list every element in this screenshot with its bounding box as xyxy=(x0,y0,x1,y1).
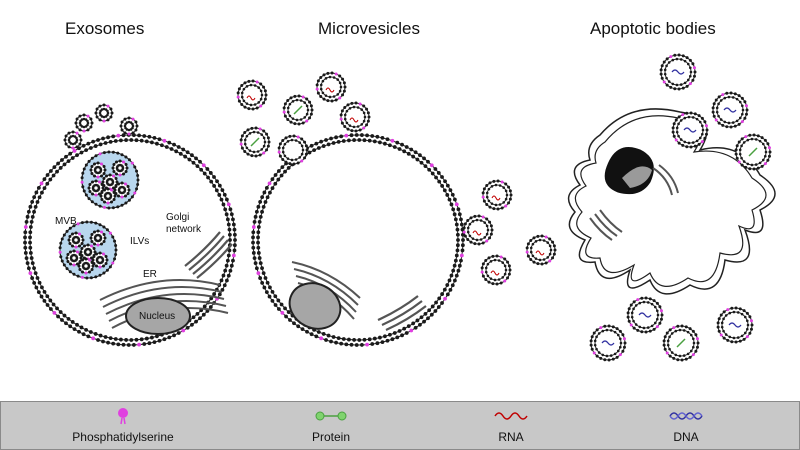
golgi-network-microvesicle xyxy=(377,295,427,332)
legend-bar: Phosphatidylserine Protein RNA DNA xyxy=(0,401,800,450)
vesicle xyxy=(716,306,754,344)
legend-label-rna: RNA xyxy=(498,430,524,444)
legend-label-phosphatidylserine: Phosphatidylserine xyxy=(72,430,174,444)
vesicle xyxy=(481,179,513,211)
vesicle xyxy=(589,324,627,362)
golgi-network-exosome xyxy=(184,231,233,279)
vesicle xyxy=(63,130,83,150)
label-mvb: MVB xyxy=(55,216,77,227)
vesicle xyxy=(525,234,557,266)
label-golgi-line1: Golgi xyxy=(166,212,190,223)
vesicle xyxy=(111,159,129,177)
label-ilvs: ILVs xyxy=(130,236,150,247)
title-apoptotic-bodies: Apoptotic bodies xyxy=(590,19,716,38)
nucleus xyxy=(125,297,191,335)
title-microvesicles: Microvesicles xyxy=(318,19,421,38)
vesicle xyxy=(113,181,131,199)
vesicle xyxy=(734,133,772,171)
label-nucleus: Nucleus xyxy=(139,311,176,322)
vesicle xyxy=(277,134,309,166)
title-exosomes: Exosomes xyxy=(65,19,145,38)
vesicle xyxy=(99,187,117,205)
vesicle xyxy=(711,91,749,129)
vesicle xyxy=(662,324,700,362)
phosphatidylserine-icon xyxy=(118,408,128,425)
vesicle xyxy=(239,126,271,158)
vesicle xyxy=(87,179,105,197)
vesicle xyxy=(480,254,512,286)
nucleus-microvesicle-cell xyxy=(288,282,342,330)
organelles xyxy=(99,108,776,335)
vesicle xyxy=(119,116,139,136)
apoptotic-cell-outline xyxy=(567,108,776,295)
label-golgi: Golgi network xyxy=(166,212,201,236)
legend-label-protein: Protein xyxy=(311,430,351,444)
vesicle xyxy=(89,229,107,247)
rna-icon xyxy=(494,412,528,420)
vesicle xyxy=(659,53,697,91)
legend-item-rna: RNA xyxy=(431,406,591,446)
legend-item-protein: Protein xyxy=(251,406,411,446)
ev-diagram xyxy=(23,53,776,362)
legend-item-dna: DNA xyxy=(606,406,766,446)
label-golgi-line2: network xyxy=(166,224,202,235)
vesicles xyxy=(58,53,772,362)
vesicle xyxy=(91,251,109,269)
vesicle xyxy=(67,231,85,249)
vesicle xyxy=(626,296,664,334)
label-er: ER xyxy=(143,269,157,280)
dna-icon xyxy=(669,412,703,420)
vesicle xyxy=(315,71,347,103)
vesicle xyxy=(462,214,494,246)
vesicle xyxy=(79,243,97,261)
vesicle xyxy=(282,94,314,126)
vesicle xyxy=(77,257,95,275)
vesicle xyxy=(94,103,114,123)
legend-label-dna: DNA xyxy=(673,430,699,444)
vesicle xyxy=(74,113,94,133)
protein-icon xyxy=(315,411,347,421)
vesicle xyxy=(671,111,709,149)
vesicle xyxy=(339,101,371,133)
vesicle xyxy=(89,161,107,179)
vesicle xyxy=(236,79,268,111)
legend-item-phosphatidylserine: Phosphatidylserine xyxy=(43,406,203,446)
